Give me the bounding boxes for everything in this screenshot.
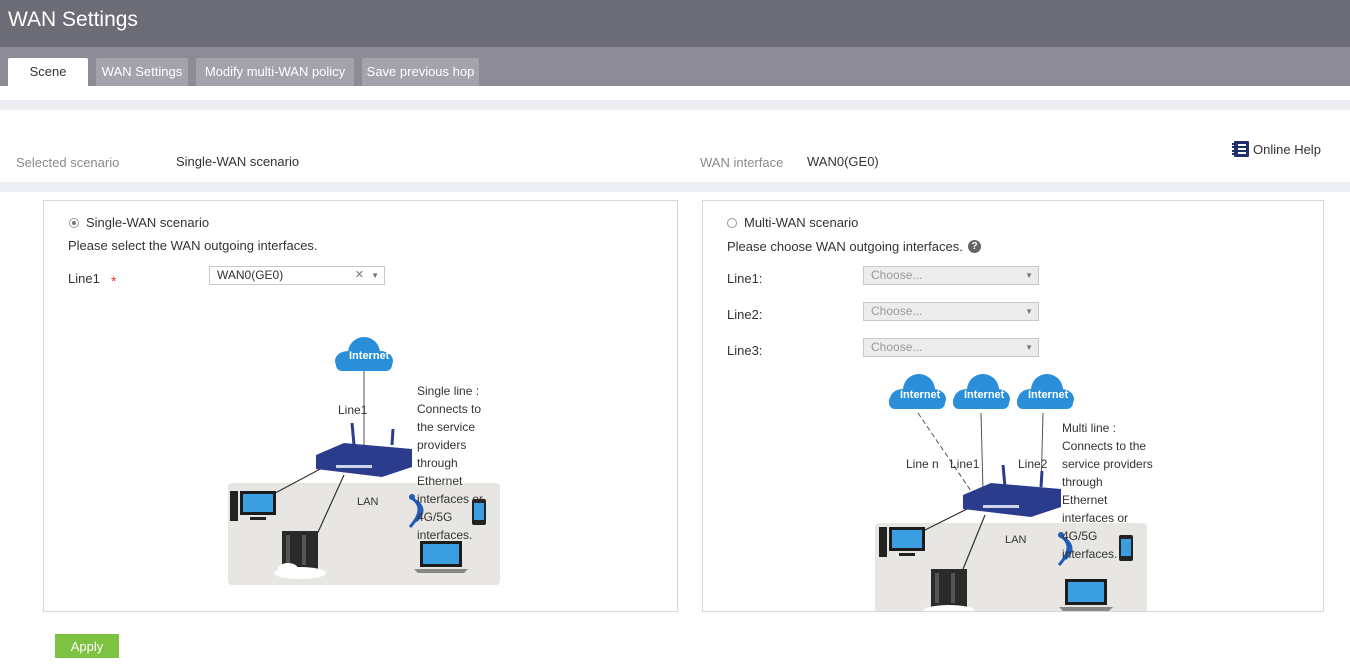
wifi-icon bbox=[1057, 532, 1073, 567]
desktop-pc-icon bbox=[230, 491, 276, 521]
help-question-icon[interactable]: ? bbox=[968, 240, 981, 253]
multi-line2-select[interactable]: Choose... ▼ bbox=[863, 302, 1039, 321]
lan-link-server bbox=[958, 514, 986, 580]
line-n-label: Line n bbox=[906, 457, 939, 471]
chevron-down-icon: ▼ bbox=[1025, 343, 1033, 352]
internet-cloud-label: Internet bbox=[1028, 389, 1069, 401]
tab-bar: Scene WAN Settings Modify multi-WAN poli… bbox=[0, 47, 1350, 86]
description-line: Connects to bbox=[417, 402, 482, 416]
multi-wan-instruction: Please choose WAN outgoing interfaces. bbox=[727, 239, 963, 254]
multi-line3-select[interactable]: Choose... ▼ bbox=[863, 338, 1039, 357]
description-line: Ethernet bbox=[1062, 493, 1108, 507]
wan-interface-label: WAN interface bbox=[700, 155, 784, 170]
single-line-description: Single line : Connects to the service pr… bbox=[417, 382, 483, 544]
chevron-down-icon: ▼ bbox=[1025, 307, 1033, 316]
wan-interface-value: WAN0(GE0) bbox=[807, 154, 879, 169]
description-line: Single line : bbox=[417, 384, 480, 398]
laptop-icon bbox=[414, 541, 468, 573]
wifi-icon bbox=[408, 494, 424, 529]
internet-cloud-label: Internet bbox=[349, 350, 390, 362]
internet-cloud-icon bbox=[953, 374, 1010, 409]
book-icon bbox=[1232, 141, 1249, 157]
wan-link-n bbox=[917, 412, 972, 492]
wan-link-1 bbox=[980, 412, 984, 492]
description-line: through bbox=[1062, 475, 1103, 489]
description-line: interfaces or bbox=[417, 492, 484, 506]
description-line: Ethernet bbox=[417, 474, 463, 488]
tab-wan-settings[interactable]: WAN Settings bbox=[96, 58, 188, 86]
multi-line2-link-label: Line2 bbox=[1018, 457, 1048, 471]
mobile-phone-icon bbox=[1119, 535, 1133, 561]
selected-scenario-value: Single-WAN scenario bbox=[176, 154, 300, 169]
description-line: the service bbox=[417, 420, 476, 434]
description-line: through bbox=[417, 456, 458, 470]
line1-label: Line1 bbox=[68, 271, 100, 286]
internet-cloud-label: Internet bbox=[964, 389, 1005, 401]
multi-line3-label: Line3: bbox=[727, 343, 763, 358]
internet-cloud-icon bbox=[889, 374, 946, 409]
chevron-down-icon: ▼ bbox=[371, 271, 379, 280]
single-wan-panel: Single-WAN scenario Please select the WA… bbox=[43, 200, 678, 612]
multi-line1-placeholder: Choose... bbox=[871, 268, 923, 282]
description-line: 4G/5G bbox=[417, 510, 453, 524]
laptop-icon bbox=[1059, 579, 1113, 611]
description-line: providers bbox=[417, 438, 467, 452]
online-help-label: Online Help bbox=[1253, 141, 1321, 157]
online-help-link[interactable]: Online Help bbox=[1232, 140, 1321, 158]
description-line: 4G/5G bbox=[1062, 529, 1098, 543]
tab-save-previous-hop[interactable]: Save previous hop bbox=[362, 58, 479, 86]
multi-line3-placeholder: Choose... bbox=[871, 340, 923, 354]
server-icon bbox=[274, 531, 326, 579]
single-wan-radio[interactable] bbox=[69, 218, 79, 228]
internet-cloud-icon bbox=[335, 337, 393, 371]
desktop-pc-icon bbox=[879, 527, 925, 557]
tab-scene[interactable]: Scene bbox=[8, 58, 88, 86]
multi-wan-radio[interactable] bbox=[727, 218, 737, 228]
divider-top bbox=[0, 100, 1350, 110]
description-line: interfaces or bbox=[1062, 511, 1129, 525]
line1-select-value: WAN0(GE0) bbox=[217, 268, 284, 282]
mobile-phone-icon bbox=[472, 499, 486, 525]
description-line: interfaces. bbox=[1062, 547, 1118, 561]
multi-line1-link-label: Line1 bbox=[950, 457, 980, 471]
divider-middle bbox=[0, 182, 1350, 192]
chevron-down-icon: ▼ bbox=[1025, 271, 1033, 280]
single-wan-instruction: Please select the WAN outgoing interface… bbox=[68, 238, 318, 253]
lan-label: LAN bbox=[357, 496, 378, 508]
title-bar: WAN Settings bbox=[0, 0, 1350, 47]
router-icon bbox=[963, 464, 1061, 517]
tab-modify-multi-wan-policy[interactable]: Modify multi-WAN policy bbox=[196, 58, 354, 86]
apply-button[interactable]: Apply bbox=[55, 634, 119, 658]
single-wan-radio-label[interactable]: Single-WAN scenario bbox=[86, 215, 210, 230]
multi-line1-label: Line1: bbox=[727, 271, 763, 286]
router-icon bbox=[316, 422, 412, 477]
required-marker: * bbox=[111, 273, 117, 289]
single-line-diagram: Internet Line1 LAN bbox=[228, 337, 500, 585]
line1-select[interactable]: WAN0(GE0) ✕ ▼ bbox=[209, 266, 385, 285]
multi-line2-placeholder: Choose... bbox=[871, 304, 923, 318]
internet-cloud-label: Internet bbox=[900, 389, 941, 401]
multi-line2-label: Line2: bbox=[727, 307, 763, 322]
description-line: interfaces. bbox=[417, 528, 473, 542]
multi-wan-radio-label[interactable]: Multi-WAN scenario bbox=[744, 215, 859, 230]
multi-line-description: Multi line : Connects to the service pro… bbox=[1062, 419, 1153, 563]
description-line: Multi line : bbox=[1062, 421, 1117, 435]
multi-wan-panel: Multi-WAN scenario Please choose WAN out… bbox=[702, 200, 1324, 612]
multi-line1-select[interactable]: Choose... ▼ bbox=[863, 266, 1039, 285]
description-line: Connects to the bbox=[1062, 439, 1147, 453]
description-line: service providers bbox=[1062, 457, 1153, 471]
page-title: WAN Settings bbox=[8, 8, 138, 31]
line1-link-label: Line1 bbox=[338, 403, 368, 417]
internet-cloud-icon bbox=[1017, 374, 1074, 409]
selected-scenario-label: Selected scenario bbox=[16, 155, 120, 170]
lan-label: LAN bbox=[1005, 534, 1026, 546]
server-icon bbox=[923, 569, 975, 611]
lan-link-server bbox=[313, 474, 345, 542]
multi-line-diagram: Internet Internet Internet Line n Line1 … bbox=[875, 374, 1147, 611]
clear-icon[interactable]: ✕ bbox=[354, 269, 364, 281]
